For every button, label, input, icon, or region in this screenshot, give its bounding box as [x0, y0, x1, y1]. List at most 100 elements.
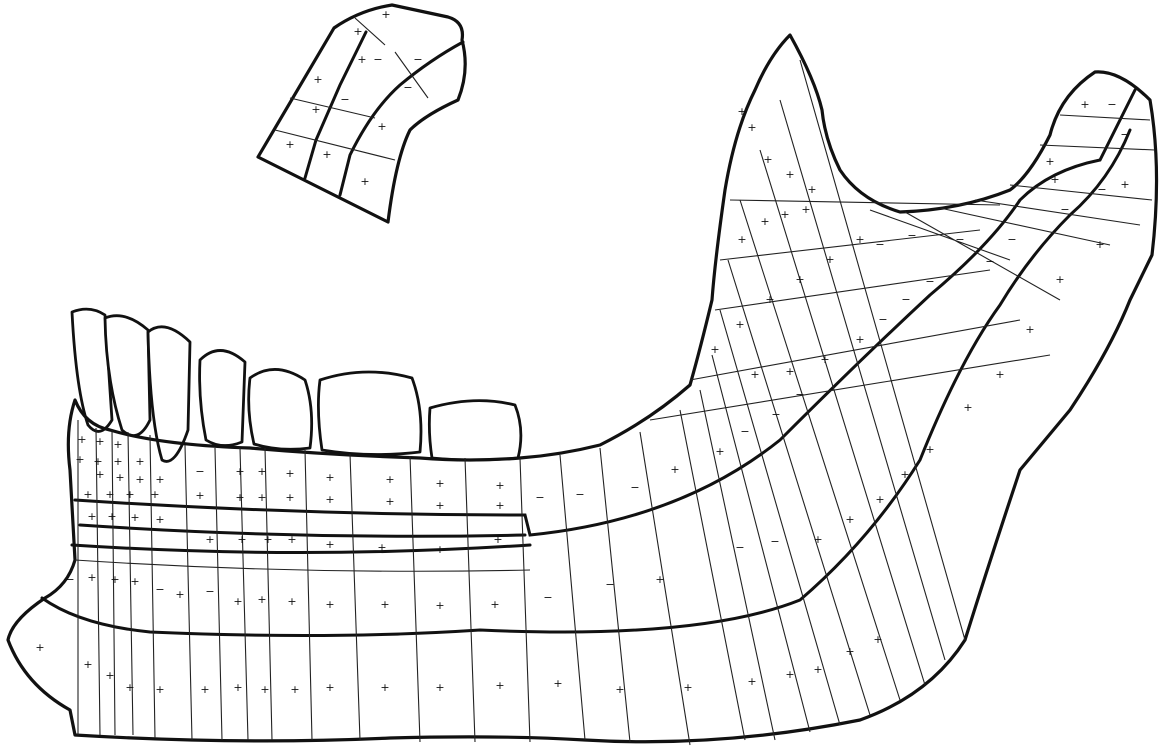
svg-text:+: + — [900, 468, 909, 481]
svg-text:−: − — [1120, 128, 1129, 141]
svg-text:+: + — [200, 683, 209, 696]
svg-text:+: + — [285, 138, 294, 151]
svg-text:+: + — [83, 488, 92, 501]
svg-text:+: + — [87, 510, 96, 523]
svg-text:+: + — [237, 533, 246, 546]
svg-text:+: + — [175, 588, 184, 601]
svg-text:+: + — [125, 681, 134, 694]
svg-text:+: + — [495, 499, 504, 512]
svg-text:+: + — [655, 573, 664, 586]
svg-text:−: − — [795, 388, 804, 401]
svg-text:+: + — [325, 681, 334, 694]
svg-text:+: + — [495, 679, 504, 692]
svg-text:+: + — [435, 681, 444, 694]
svg-text:+: + — [995, 368, 1004, 381]
svg-text:+: + — [735, 318, 744, 331]
svg-text:+: + — [95, 468, 104, 481]
svg-text:+: + — [113, 455, 122, 468]
svg-text:+: + — [150, 488, 159, 501]
svg-text:+: + — [493, 533, 502, 546]
svg-text:−: − — [985, 255, 994, 268]
svg-text:+: + — [285, 491, 294, 504]
svg-text:+: + — [311, 103, 320, 116]
svg-text:+: + — [813, 533, 822, 546]
svg-text:+: + — [381, 8, 390, 21]
svg-text:+: + — [780, 208, 789, 221]
svg-text:+: + — [263, 533, 272, 546]
svg-text:+: + — [235, 491, 244, 504]
svg-text:+: + — [1120, 178, 1129, 191]
svg-text:+: + — [285, 467, 294, 480]
svg-text:+: + — [737, 105, 746, 118]
svg-text:+: + — [75, 453, 84, 466]
svg-text:+: + — [135, 455, 144, 468]
svg-text:+: + — [1045, 155, 1054, 168]
svg-text:+: + — [845, 513, 854, 526]
svg-text:+: + — [807, 183, 816, 196]
svg-text:+: + — [385, 495, 394, 508]
svg-text:+: + — [77, 433, 86, 446]
svg-text:+: + — [235, 465, 244, 478]
svg-text:+: + — [765, 293, 774, 306]
svg-text:+: + — [963, 401, 972, 414]
svg-text:+: + — [785, 668, 794, 681]
svg-text:+: + — [353, 25, 362, 38]
svg-text:−: − — [575, 488, 584, 501]
svg-text:+: + — [107, 510, 116, 523]
svg-text:+: + — [35, 641, 44, 654]
svg-text:+: + — [233, 595, 242, 608]
svg-text:+: + — [87, 571, 96, 584]
svg-text:+: + — [257, 593, 266, 606]
svg-text:−: − — [955, 233, 964, 246]
svg-text:+: + — [113, 438, 122, 451]
svg-text:−: − — [413, 53, 422, 66]
svg-text:+: + — [155, 473, 164, 486]
svg-text:+: + — [683, 681, 692, 694]
svg-text:−: − — [878, 313, 887, 326]
svg-text:−: − — [340, 93, 349, 106]
svg-text:+: + — [260, 683, 269, 696]
svg-text:+: + — [377, 541, 386, 554]
svg-text:+: + — [93, 455, 102, 468]
svg-text:+: + — [130, 511, 139, 524]
svg-text:+: + — [435, 599, 444, 612]
svg-text:+: + — [495, 479, 504, 492]
svg-text:+: + — [763, 153, 772, 166]
svg-text:+: + — [785, 168, 794, 181]
svg-text:+: + — [130, 575, 139, 588]
svg-text:−: − — [535, 491, 544, 504]
svg-text:−: − — [403, 81, 412, 94]
svg-text:+: + — [357, 53, 366, 66]
svg-text:+: + — [435, 477, 444, 490]
svg-text:+: + — [435, 499, 444, 512]
svg-text:+: + — [105, 488, 114, 501]
svg-text:+: + — [615, 683, 624, 696]
svg-text:−: − — [155, 583, 164, 596]
svg-text:+: + — [325, 493, 334, 506]
svg-text:+: + — [360, 175, 369, 188]
svg-text:+: + — [257, 465, 266, 478]
svg-text:+: + — [155, 683, 164, 696]
svg-text:−: − — [195, 465, 204, 478]
svg-text:+: + — [380, 598, 389, 611]
svg-text:+: + — [875, 493, 884, 506]
svg-text:+: + — [490, 598, 499, 611]
svg-text:+: + — [135, 473, 144, 486]
svg-text:+: + — [95, 435, 104, 448]
svg-text:+: + — [873, 633, 882, 646]
svg-text:+: + — [313, 73, 322, 86]
svg-text:−: − — [1007, 233, 1016, 246]
svg-text:+: + — [747, 675, 756, 688]
svg-text:+: + — [205, 533, 214, 546]
svg-text:+: + — [287, 533, 296, 546]
svg-text:+: + — [435, 543, 444, 556]
svg-text:+: + — [325, 471, 334, 484]
svg-text:+: + — [737, 233, 746, 246]
svg-text:+: + — [257, 491, 266, 504]
svg-text:+: + — [813, 663, 822, 676]
svg-text:−: − — [605, 578, 614, 591]
svg-text:+: + — [670, 463, 679, 476]
svg-text:−: − — [1060, 203, 1069, 216]
svg-text:+: + — [1055, 273, 1064, 286]
svg-text:+: + — [760, 215, 769, 228]
